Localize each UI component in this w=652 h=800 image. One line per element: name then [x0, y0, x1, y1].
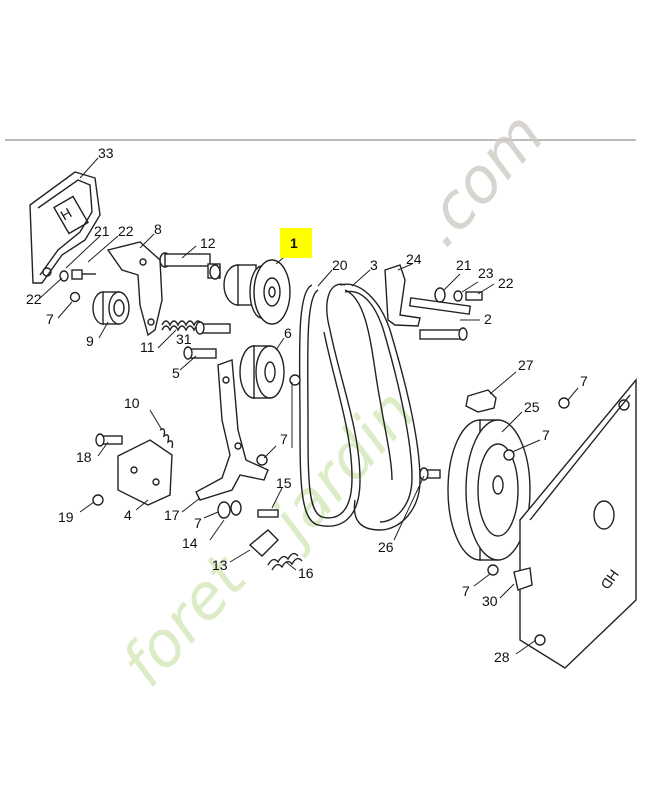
pulley-part-1 [223, 259, 291, 325]
callout-17: 17 [164, 507, 180, 523]
callout-7-arm: 7 [194, 515, 202, 531]
callout-8: 8 [154, 221, 162, 237]
nuts-right [503, 397, 570, 461]
callout-5: 5 [172, 365, 180, 381]
bracket-part-8 [106, 241, 163, 337]
callout-4: 4 [124, 507, 132, 523]
callout-7-bottom: 7 [462, 583, 470, 599]
callout-22-right: 22 [498, 275, 514, 291]
callout-7-arm-top: 7 [280, 431, 288, 447]
washers-left [59, 269, 96, 303]
callout-2: 2 [484, 311, 492, 327]
callout-6: 6 [284, 325, 292, 341]
callout-7-left: 7 [46, 311, 54, 327]
callout-labels: 33 21 22 22 7 8 12 1 9 11 31 5 6 20 3 24… [26, 145, 588, 665]
callout-24: 24 [406, 251, 422, 267]
bolt-part-26 [419, 467, 441, 481]
nut-part-19 [92, 494, 104, 506]
callout-21-right: 21 [456, 257, 472, 273]
callout-14: 14 [182, 535, 198, 551]
idler-pulley-part-9 [92, 291, 130, 325]
callout-21-left: 21 [94, 223, 110, 239]
callout-10: 10 [124, 395, 140, 411]
bolt-part-18 [95, 433, 123, 447]
bracket-part-27 [465, 389, 497, 413]
callout-9: 9 [86, 333, 94, 349]
spring-part-31 [161, 320, 203, 332]
callout-31: 31 [176, 331, 192, 347]
callout-3: 3 [370, 257, 378, 273]
callout-18: 18 [76, 449, 92, 465]
clip-part-30 [487, 564, 533, 591]
belt-guard-part-33: H [29, 171, 101, 284]
bolt-part-12 [159, 252, 221, 280]
callout-28: 28 [494, 649, 510, 665]
washers-arm [217, 374, 301, 519]
spring-part-16 [267, 552, 303, 571]
bracket-part-13 [248, 529, 279, 557]
callout-7-right-top: 7 [580, 373, 588, 389]
lever-part-4 [117, 428, 174, 506]
highlight-box-part-1 [280, 228, 312, 258]
callout-20: 20 [332, 257, 348, 273]
callout-22-left-top: 22 [118, 223, 134, 239]
callout-13: 13 [212, 557, 228, 573]
callout-26: 26 [378, 539, 394, 555]
callout-30: 30 [482, 593, 498, 609]
frame-plate-part-28: HD [519, 378, 637, 669]
callout-15: 15 [276, 475, 292, 491]
callout-19: 19 [58, 509, 74, 525]
callout-33: 33 [98, 145, 114, 161]
callout-25: 25 [524, 399, 540, 415]
pulley-part-6 [239, 345, 285, 399]
large-pulley-part-25 [447, 419, 531, 561]
callout-12: 12 [200, 235, 216, 251]
callout-7-pulley: 7 [542, 427, 550, 443]
callout-16: 16 [298, 565, 314, 581]
watermark-foret: foret [107, 539, 262, 700]
bolts-center [183, 321, 231, 360]
callout-23: 23 [478, 265, 494, 281]
washers-right [434, 287, 483, 303]
callout-22-left: 22 [26, 291, 42, 307]
callout-11: 11 [140, 339, 155, 355]
watermark-com: .com [402, 98, 558, 260]
callout-27: 27 [518, 357, 534, 373]
callout-1: 1 [290, 235, 298, 251]
arm-part-17 [195, 359, 269, 501]
